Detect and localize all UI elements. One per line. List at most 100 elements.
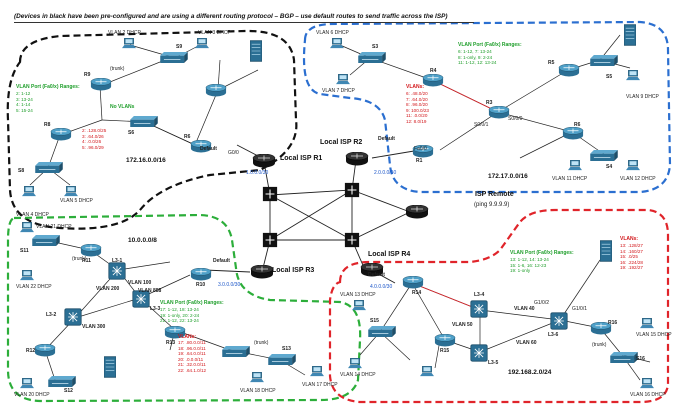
vlan5-dhcp-label: VLAN 5 DHCP xyxy=(60,198,93,204)
router-r8-icon[interactable] xyxy=(50,128,72,141)
router-r10-icon[interactable] xyxy=(190,268,212,281)
vlan20-dhcp-label: VLAN 20 DHCP xyxy=(14,392,50,398)
vlan15-dhcp-label: VLAN 15 DHCP xyxy=(636,332,672,338)
black-vlan-subnets: 2: .128.0/25 3: .64.0/26 4: .0.0/26 5: .… xyxy=(82,128,107,150)
network-black-label: 172.16.0.0/16 xyxy=(126,157,166,164)
pc-vlan20-icon[interactable] xyxy=(20,378,34,389)
server-blue-icon[interactable] xyxy=(624,24,636,46)
l3-switch-6-icon[interactable] xyxy=(550,312,568,330)
default-label-4: Default xyxy=(368,272,385,278)
router-r14-icon[interactable] xyxy=(402,276,424,289)
pc-vlan21-icon[interactable] xyxy=(20,222,34,233)
local-isp-r1-router-icon[interactable] xyxy=(252,154,276,168)
pc-vlan-red-icon[interactable] xyxy=(420,366,434,377)
pc-vlan3-icon[interactable] xyxy=(195,38,209,49)
router-r7-icon[interactable] xyxy=(205,84,227,97)
server-red-icon[interactable] xyxy=(600,240,612,262)
label-r6b: R6 xyxy=(574,122,581,128)
label-r5: R5 xyxy=(548,60,555,66)
black-vlan-ranges: 2: 1-12 3: 13-24 4: 1-14 5: 15-24 xyxy=(16,91,33,113)
vlan7-dhcp-label: VLAN 7 DHCP xyxy=(322,88,355,94)
if-fa00-r1: Fa0/0 xyxy=(414,146,427,152)
router-r15-icon[interactable] xyxy=(434,334,456,347)
switch-s11-icon[interactable] xyxy=(32,235,60,246)
switch-s9-icon[interactable] xyxy=(160,52,188,63)
l3-switch-1-icon[interactable] xyxy=(108,262,126,280)
server-green-icon[interactable] xyxy=(104,356,116,378)
pc-vlan6-icon[interactable] xyxy=(330,38,344,49)
header-note: (Devices in black have been pre-configur… xyxy=(14,13,474,23)
pc-vlan19-icon[interactable] xyxy=(640,378,654,389)
core-switch-3-icon[interactable] xyxy=(262,232,278,248)
router-r5-icon[interactable] xyxy=(558,64,580,77)
pc-vlan14-icon[interactable] xyxy=(348,358,362,369)
vlan11-dhcp-label: VLAN 11 DHCP xyxy=(552,176,588,182)
black-vlan-ranges-title: VLAN Port (Fa0/x) Ranges: xyxy=(16,84,80,90)
l3-switch-2-icon[interactable] xyxy=(64,308,82,326)
trunk-label-green2: (trunk) xyxy=(254,340,269,346)
label-r3: R3 xyxy=(486,100,493,106)
pc-vlan22-icon[interactable] xyxy=(20,270,34,281)
l3-switch-5-icon[interactable] xyxy=(470,344,488,362)
pc-vlan13-icon[interactable] xyxy=(352,300,366,311)
core-switch-2-icon[interactable] xyxy=(344,182,360,198)
green-vlans-title: VLANs: xyxy=(178,334,197,340)
switch-s13a-icon[interactable] xyxy=(222,346,250,357)
network-green-label: 10.0.0.0/8 xyxy=(128,237,157,244)
black-links xyxy=(29,44,259,186)
switch-s4-icon[interactable] xyxy=(590,150,618,161)
isp-remote-router-icon[interactable] xyxy=(405,205,429,219)
switch-s3-icon[interactable] xyxy=(358,52,386,63)
if-g11-l36: G1/0/1 xyxy=(572,306,588,312)
switch-s6-icon[interactable] xyxy=(130,116,158,127)
vlan3-dhcp-label: VLAN 3 DHCP xyxy=(198,30,231,36)
router-r3-icon[interactable] xyxy=(488,106,510,119)
switch-s12-icon[interactable] xyxy=(48,376,76,387)
default-label-2: Default xyxy=(378,136,395,142)
router-r12-icon[interactable] xyxy=(34,344,56,357)
switch-s16-icon[interactable] xyxy=(610,352,638,363)
red-vlan-ranges: 13: 1-12, 14: 13-24 15: 1-6, 16: 12-23 1… xyxy=(510,257,549,274)
switch-s15-icon[interactable] xyxy=(368,326,396,337)
pc-vlan17-icon[interactable] xyxy=(310,366,324,377)
local-isp-r2-router-icon[interactable] xyxy=(345,152,369,166)
label-l3-2: L3-2 xyxy=(46,312,57,318)
router-r6b-icon[interactable] xyxy=(562,127,584,140)
ip-isp3-label: 3.0.0.0/30 xyxy=(218,282,241,288)
label-l3-6: L3-6 xyxy=(548,332,559,338)
local-isp-r3-router-icon[interactable] xyxy=(250,265,274,279)
trunk-label-green: (trunk) xyxy=(72,256,87,262)
pc-vlan9-icon[interactable] xyxy=(626,70,640,81)
blue-vlan-ranges-title: VLAN Port (Fa0/x) Ranges: xyxy=(458,42,522,48)
vlan12-dhcp-label: VLAN 12 DHCP xyxy=(620,176,656,182)
l3-switch-4-icon[interactable] xyxy=(470,300,488,318)
red-serial-links xyxy=(411,79,499,311)
if-s001-r3: S0/0/1 xyxy=(474,122,489,128)
switch-s8-icon[interactable] xyxy=(35,162,63,173)
switch-s5-icon[interactable] xyxy=(590,55,618,66)
pc-vlan12-icon[interactable] xyxy=(626,160,640,171)
core-switch-4-icon[interactable] xyxy=(344,232,360,248)
label-r8: R8 xyxy=(44,122,51,128)
router-r9-icon[interactable] xyxy=(90,78,112,91)
pc-vlan18-icon[interactable] xyxy=(250,372,264,383)
region-red-border xyxy=(328,208,670,404)
isp-remote-ping: (ping 9.9.9.9) xyxy=(474,202,510,208)
vlan21-dhcp-label: VLAN 21 DHCP xyxy=(36,224,72,230)
server-black-icon[interactable] xyxy=(250,40,262,62)
pc-vlan7-icon[interactable] xyxy=(336,74,350,85)
router-r4b-icon[interactable] xyxy=(422,74,444,87)
pc-vlan2-icon[interactable] xyxy=(122,38,136,49)
pc-vlan5-icon[interactable] xyxy=(64,186,78,197)
core-switch-1-icon[interactable] xyxy=(262,186,278,202)
label-s6: S6 xyxy=(128,130,135,136)
label-r15: R15 xyxy=(440,348,450,354)
switch-s13-icon[interactable] xyxy=(268,354,296,365)
ip-isp4-label: 4.0.0.0/30 xyxy=(370,284,393,290)
pc-vlan15-icon[interactable] xyxy=(640,318,654,329)
router-r11-icon[interactable] xyxy=(80,244,102,257)
pc-vlan11-icon[interactable] xyxy=(568,160,582,171)
label-l3-5: L3-5 xyxy=(488,360,499,366)
pc-vlan4-icon[interactable] xyxy=(22,186,36,197)
